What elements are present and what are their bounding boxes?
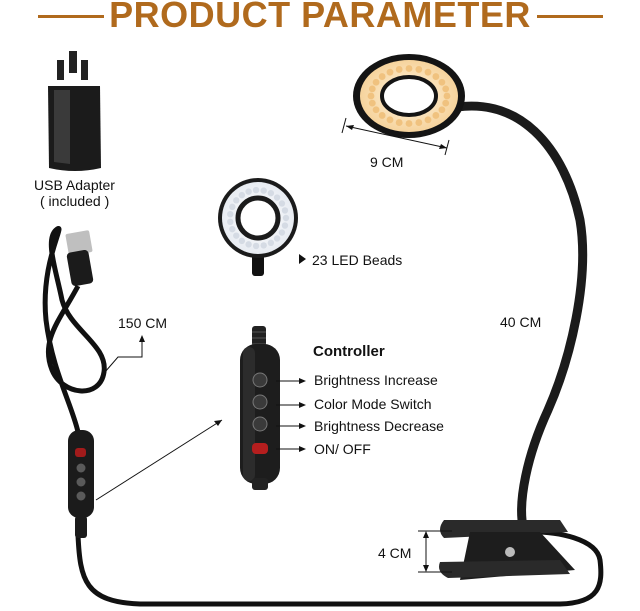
adapter-label: USB Adapter (34, 177, 115, 193)
led-bead-icon (260, 242, 267, 249)
controller-item-color-mode-switch: Color Mode Switch (314, 396, 432, 412)
led-bead-icon (273, 194, 281, 201)
inline-controller-icon (68, 430, 94, 538)
led-bead-icon (282, 214, 290, 222)
clamp-icon (439, 520, 575, 580)
led-bead-icon (245, 241, 252, 248)
led-bead-icon (227, 210, 234, 218)
led-bead-icon (267, 189, 275, 197)
led-bead-icon (372, 78, 380, 86)
clip-width-dimension (418, 530, 452, 573)
clip-width-label: 4 CM (378, 545, 412, 561)
ring-diameter-label: 9 CM (370, 154, 404, 170)
page-title: PRODUCT PARAMETER (109, 0, 531, 35)
led-beads-label: 23 LED Beads (312, 252, 403, 268)
controller-title: Controller (313, 343, 385, 360)
led-bead-icon (233, 232, 240, 239)
controller-large-icon (240, 326, 280, 490)
cable-pointer-line (104, 340, 143, 373)
led-bead-icon (229, 203, 236, 211)
led-bead-icon (405, 120, 413, 127)
controller-item-brightness-decrease: Brightness Decrease (314, 418, 444, 434)
controller-item-on-off: ON/ OFF (314, 441, 371, 457)
led-bead-icon (229, 225, 236, 233)
led-bead-icon (233, 197, 240, 204)
led-bead-icon (415, 66, 423, 73)
controller-item-brightness-increase: Brightness Increase (314, 372, 438, 388)
led-bead-icon (442, 85, 450, 93)
led-bead-icon (368, 99, 376, 107)
led-bead-icon (267, 239, 275, 247)
controller-pointer-line (95, 419, 223, 501)
led-bead-icon (281, 222, 289, 229)
led-bead-icon (442, 99, 450, 107)
led-bead-icon (438, 106, 446, 114)
led-bead-icon (378, 73, 386, 80)
led-bead-icon (245, 188, 252, 195)
led-bead-icon (395, 66, 403, 73)
led-bead-icon (438, 78, 446, 86)
led-bead-icon (367, 92, 375, 100)
led-bead-icon (238, 237, 246, 245)
led-bead-icon (405, 65, 413, 72)
led-bead-icon (372, 106, 380, 114)
led-bead-icon (432, 112, 440, 119)
title-rule-right (537, 15, 603, 18)
usb-adapter-icon (48, 51, 101, 171)
controller-arrows (276, 378, 306, 452)
led-bead-icon (424, 116, 432, 124)
led-bead-icon (252, 242, 260, 250)
cable-length-label: 150 CM (118, 315, 168, 331)
led-bead-icon (386, 116, 394, 124)
led-bead-icon (278, 200, 286, 207)
led-bead-icon (424, 68, 432, 76)
led-bead-icon (378, 112, 386, 119)
neck-length-label: 40 CM (500, 314, 542, 330)
led-bead-icon (395, 119, 403, 126)
led-bead-icon (386, 68, 394, 76)
ring-diameter-dimension (341, 117, 450, 156)
led-bead-icon (227, 218, 234, 226)
led-bead-icon (260, 187, 267, 194)
led-bead-icon (432, 73, 440, 80)
led-bead-icon (281, 207, 289, 214)
led-bead-icon (238, 191, 246, 199)
usb-cable-icon (42, 226, 604, 607)
led-bead-icon (443, 92, 451, 100)
led-bead-icon (415, 119, 423, 126)
led-bead-icon (273, 235, 281, 242)
gooseneck-arm (437, 101, 588, 525)
adapter-included-label: ( included ) (40, 193, 110, 209)
title-rule-left (38, 15, 104, 18)
led-bead-icon (252, 186, 260, 194)
led-bead-icon (368, 85, 376, 93)
led-bead-icon (278, 229, 286, 236)
